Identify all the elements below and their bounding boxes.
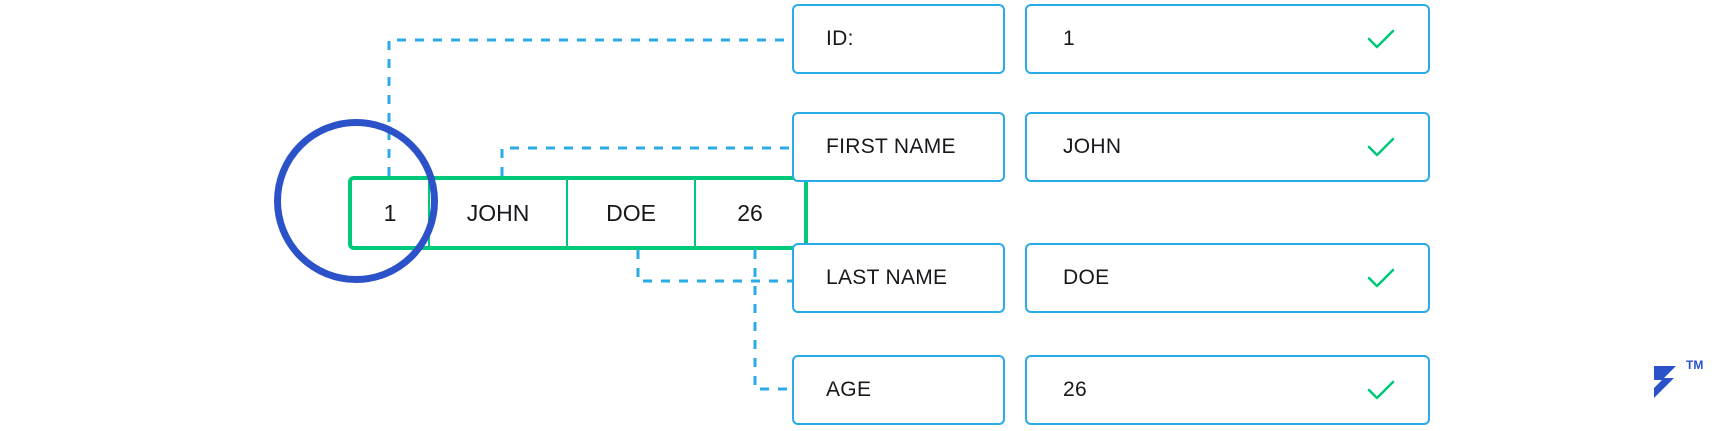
magnifier-circle [274, 119, 438, 283]
field-value-last-name[interactable]: DOE [1025, 243, 1430, 313]
toptal-glyph [1654, 366, 1676, 398]
check-icon [1367, 268, 1395, 288]
toptal-logo: TM [1648, 358, 1710, 414]
connector-id [387, 38, 792, 176]
connector-last-name [636, 250, 792, 283]
field-value-id[interactable]: 1 [1025, 4, 1430, 74]
connector-first-name [500, 146, 792, 176]
field-value-text-last-name: DOE [1063, 266, 1110, 289]
field-value-first-name[interactable]: JOHN [1025, 112, 1430, 182]
field-value-age[interactable]: 26 [1025, 355, 1430, 425]
connector-age [753, 250, 792, 391]
field-label-age: AGE [792, 355, 1005, 425]
record-cell-age: 26 [737, 199, 763, 226]
check-icon [1367, 380, 1395, 400]
record-cell-first-name: JOHN [430, 180, 568, 246]
field-value-text-age: 26 [1063, 378, 1087, 401]
field-value-text-id: 1 [1063, 27, 1075, 50]
check-icon [1367, 137, 1395, 157]
check-icon [1367, 29, 1395, 49]
field-value-text-first-name: JOHN [1063, 135, 1122, 158]
field-label-first-name: FIRST NAME [792, 112, 1005, 182]
trademark-symbol: TM [1686, 358, 1704, 372]
record-cell-last-name: DOE [568, 180, 696, 246]
field-label-last-name: LAST NAME [792, 243, 1005, 313]
field-label-id: ID: [792, 4, 1005, 74]
